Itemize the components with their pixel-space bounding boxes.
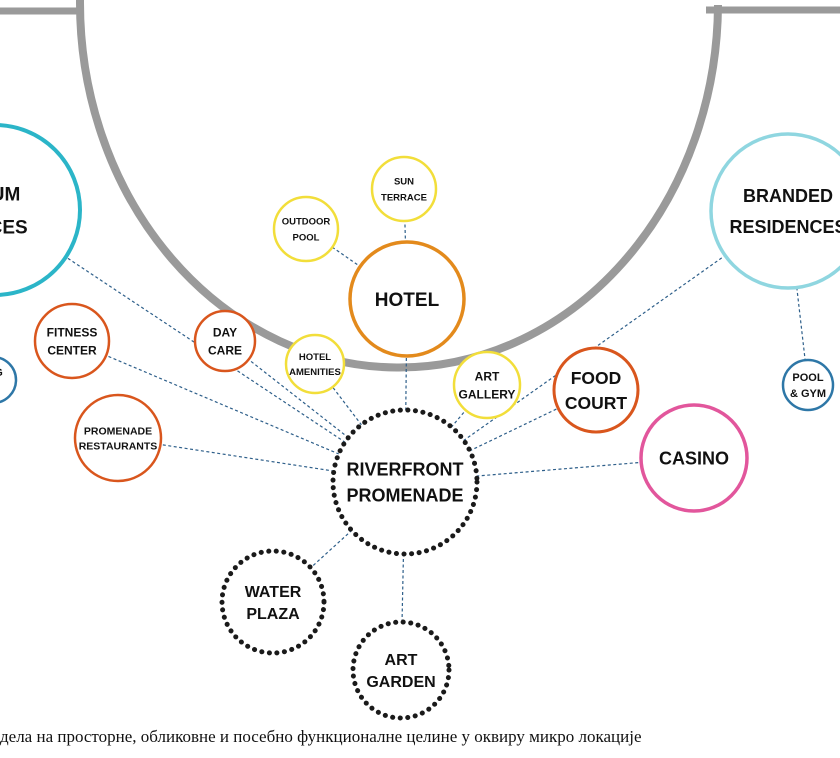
node-promenade-restaurants-label-1: PROMENADE [84, 425, 152, 437]
node-branded-residences-label-1: BRANDED [743, 186, 833, 206]
node-promenade-restaurants-circle [73, 393, 163, 483]
node-hotel: HOTEL [348, 240, 466, 358]
node-branded-residences-label-2: RESIDENCES [729, 217, 840, 237]
node-art-garden-label-2: GARDEN [366, 674, 435, 691]
connector-hotel-to-outdoor-pool [305, 228, 408, 300]
node-fitness-center-label-1: FITNESS [47, 325, 98, 339]
node-pool-gym: POOL & GYM [781, 358, 835, 412]
node-fitness-center-circle [33, 302, 111, 380]
node-outdoor-pool-label-2: POOL [293, 232, 320, 243]
node-food-court-label-2: COURT [565, 393, 628, 413]
node-day-care-circle [193, 309, 257, 373]
node-day-care-label-2: CARE [208, 343, 242, 357]
node-art-gallery-label-2: GALLERY [459, 387, 516, 401]
node-pool-gym-label-1: POOL [792, 372, 823, 384]
node-riverfront-promenade-label-1: RIVERFRONT [347, 459, 464, 479]
node-food-court: FOOD COURT [552, 346, 640, 434]
node-sun-terrace-label-1: SUN [394, 176, 414, 187]
building-frame [0, 0, 840, 372]
node-hotel-amenities-circle [284, 333, 346, 395]
node-art-gallery: ART GALLERY [452, 350, 522, 420]
node-hotel-amenities-label-1: HOTEL [299, 352, 331, 363]
node-outdoor-pool-label-1: OUTDOOR [282, 216, 331, 227]
node-food-court-label-1: FOOD [571, 368, 622, 388]
node-premium-residences-label-2: ENCES [0, 217, 28, 238]
node-hotel-amenities-label-2: AMENITIES [289, 367, 341, 378]
node-art-gallery-circle [452, 350, 522, 420]
node-premium-residences-label-1: MIUM [0, 184, 20, 205]
node-casino-circle [639, 403, 749, 513]
node-hotel-label-1: HOTEL [375, 290, 440, 311]
node-art-gallery-label-1: ART [475, 369, 500, 383]
node-water-plaza-circle [219, 548, 327, 656]
node-art-garden-label-1: ART [385, 652, 418, 669]
node-sun-terrace: SUN TERRACE [370, 155, 438, 223]
node-fitness-center: FITNESS CENTER [33, 302, 111, 380]
connector-riverfront-promenade-to-promenade-restaurants [117, 437, 406, 483]
node-outdoor-pool: OUTDOOR POOL [272, 195, 340, 263]
node-promenade-restaurants-label-2: RESTAURANTS [79, 440, 158, 452]
node-partial-left-label-1: ING [0, 367, 3, 379]
node-fitness-center-label-2: CENTER [47, 343, 97, 357]
node-branded-residences: BRANDED RESIDENCES [709, 132, 840, 290]
node-hotel-circle [348, 240, 466, 358]
node-casino: CASINO [639, 403, 749, 513]
node-partial-left-circle [0, 356, 18, 404]
node-hotel-amenities: HOTEL AMENITIES [284, 333, 346, 395]
node-pool-gym-circle [781, 358, 835, 412]
node-day-care-label-1: DAY [213, 325, 237, 339]
node-water-plaza: WATER PLAZA [219, 548, 327, 656]
node-pool-gym-label-2: & GYM [790, 388, 826, 400]
connector-riverfront-promenade-to-casino [404, 457, 695, 483]
building-outline-arc [75, 0, 722, 372]
node-sun-terrace-label-2: TERRACE [381, 192, 427, 203]
node-premium-residences: MIUM ENCES [0, 123, 82, 297]
node-outdoor-pool-circle [272, 195, 340, 263]
node-riverfront-promenade: RIVERFRONT PROMENADE [330, 407, 480, 557]
node-sun-terrace-circle [370, 155, 438, 223]
figure-caption: дела на просторне, обликовне и посебно ф… [0, 727, 642, 746]
node-art-garden: ART GARDEN [350, 619, 452, 721]
node-riverfront-promenade-circle [330, 407, 480, 557]
node-riverfront-promenade-label-2: PROMENADE [346, 485, 463, 505]
node-branded-residences-circle [709, 132, 840, 290]
node-day-care: DAY CARE [193, 309, 257, 373]
node-partial-left: INGE [0, 356, 18, 404]
nodes: MIUM ENCES BRANDED RESIDENCES FITNESS CENTER I… [0, 123, 840, 721]
node-water-plaza-label-2: PLAZA [246, 606, 300, 623]
node-food-court-circle [552, 346, 640, 434]
node-premium-residences-circle [0, 123, 82, 297]
node-promenade-restaurants: PROMENADE RESTAURANTS [73, 393, 163, 483]
node-casino-label-1: CASINO [659, 448, 729, 468]
node-art-garden-circle [350, 619, 452, 721]
node-water-plaza-label-1: WATER [245, 584, 302, 601]
